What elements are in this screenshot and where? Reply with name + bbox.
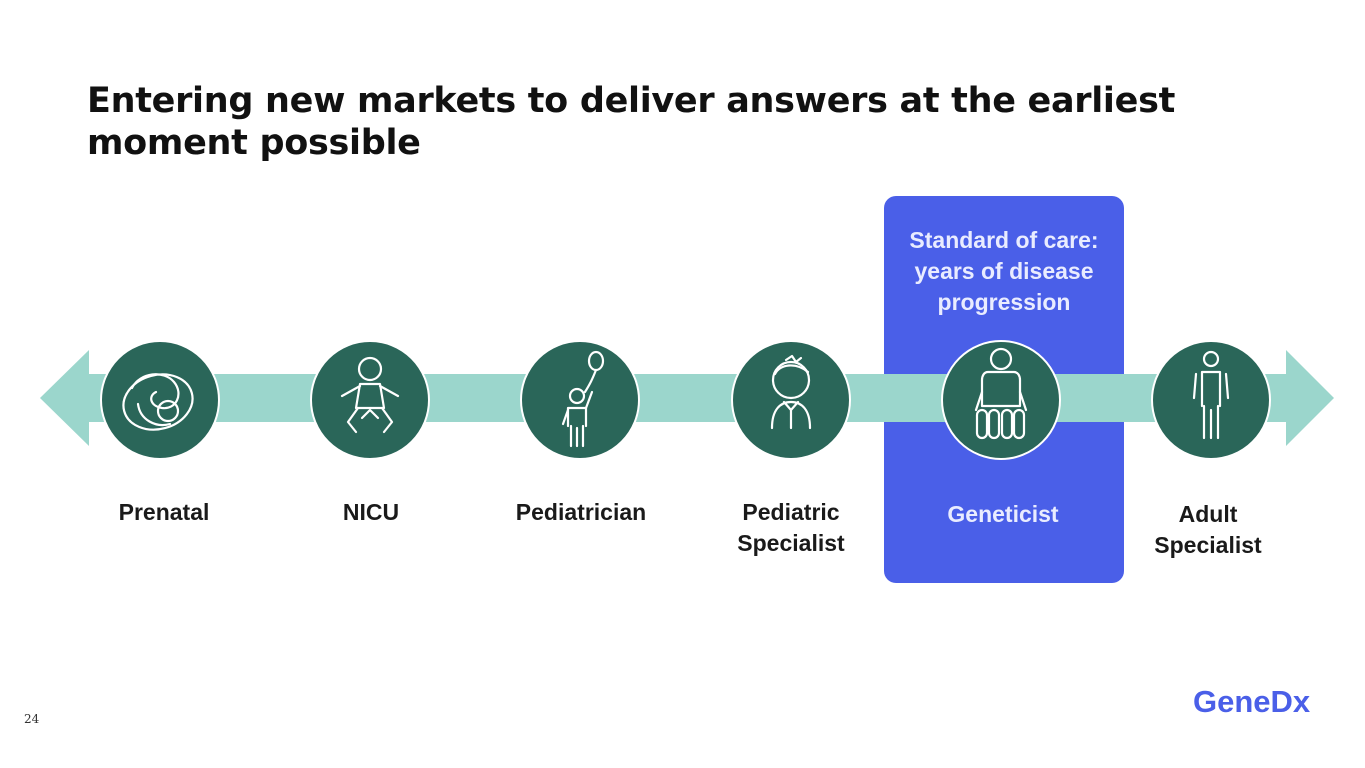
page-number: 24 <box>24 712 40 726</box>
adult-icon <box>1192 350 1230 440</box>
stage-circle <box>731 340 851 460</box>
stage-label-geneticist: Geneticist <box>947 501 1059 527</box>
stage-label-nicu: NICU <box>342 499 400 525</box>
stage-circle <box>520 340 640 460</box>
stage-label-adult-specialist: Adult Specialist <box>1154 501 1262 558</box>
child-with-balloon-icon <box>561 350 605 448</box>
stage-circle <box>100 340 220 460</box>
stage-label-prenatal: Prenatal <box>118 499 210 525</box>
infant-icon <box>340 356 400 434</box>
wheelchair-user-icon <box>974 347 1028 440</box>
slide-title: Entering new markets to deliver answers … <box>87 81 1176 163</box>
boy-icon <box>770 354 812 430</box>
stage-circle <box>1151 340 1271 460</box>
fetus-icon <box>122 373 194 431</box>
stage-circle <box>941 340 1061 460</box>
stage-label-pediatric-specialist: Pediatric Specialist <box>737 499 845 556</box>
timeline-arrow <box>40 350 1334 446</box>
stage-label-pediatrician: Pediatrician <box>515 499 647 525</box>
logo-text: GeneDx <box>1193 684 1311 719</box>
genedx-logo: GeneDx <box>1193 684 1311 719</box>
standard-of-care-text: Standard of care: years of disease progr… <box>909 227 1099 315</box>
stage-circle <box>310 340 430 460</box>
